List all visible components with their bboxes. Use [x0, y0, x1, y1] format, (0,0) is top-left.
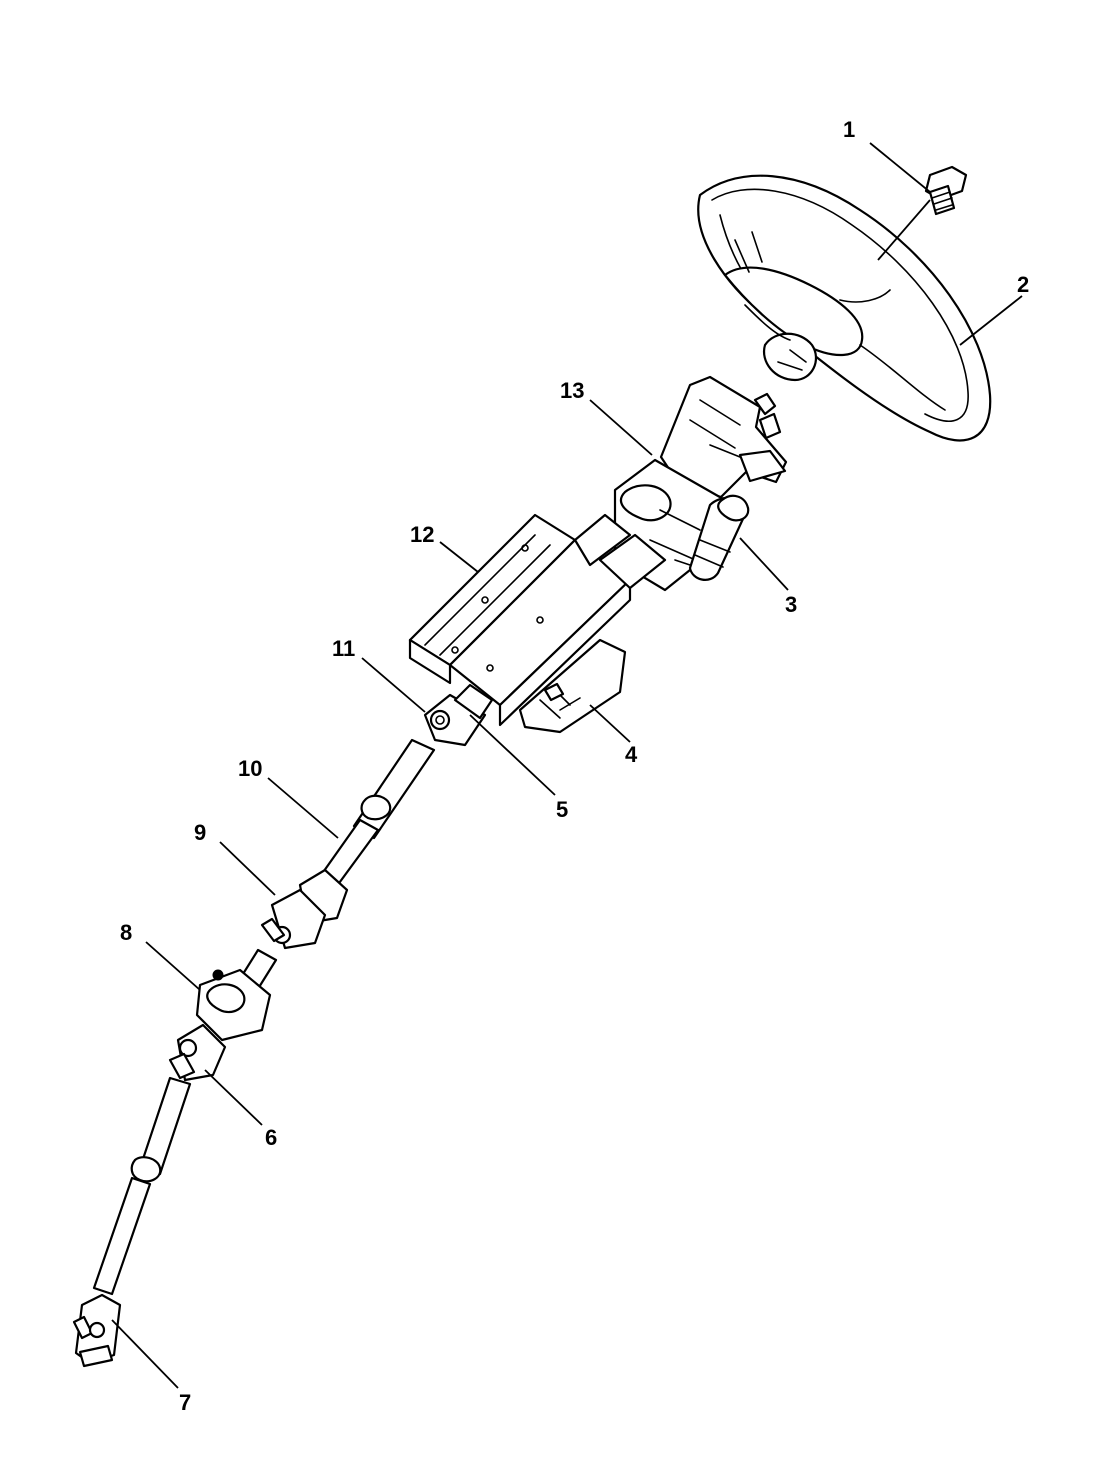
leader-lines [111, 142, 1023, 1389]
callout-11: 11 [332, 636, 355, 661]
leader-8 [145, 941, 201, 991]
column-housing [408, 513, 667, 727]
callout-numbers: 1 2 3 4 5 6 7 8 9 10 11 12 13 [120, 117, 1029, 1415]
universal-joint [168, 1023, 227, 1082]
callout-5: 5 [556, 797, 568, 822]
leader-2 [959, 295, 1023, 346]
callout-10: 10 [238, 756, 262, 781]
intermediate-joint [260, 868, 349, 950]
leader-11 [361, 657, 426, 713]
upper-universal-joint [423, 683, 494, 747]
leader-1 [869, 142, 931, 193]
callout-1: 1 [843, 117, 855, 142]
callout-7: 7 [179, 1390, 191, 1415]
leader-5 [469, 714, 556, 796]
motor [688, 494, 750, 581]
callout-9: 9 [194, 820, 206, 845]
bolt [924, 165, 968, 216]
leader-6 [204, 1069, 263, 1126]
callout-12: 12 [410, 522, 434, 547]
leader-12 [439, 541, 479, 573]
boot-seal [195, 968, 272, 1042]
leader-13 [589, 399, 653, 456]
leader-7 [111, 1319, 179, 1389]
callout-2: 2 [1017, 272, 1029, 297]
callout-4: 4 [625, 742, 638, 767]
leader-3 [739, 537, 789, 591]
leader-10 [267, 777, 339, 839]
leader-9 [219, 841, 276, 896]
leader-1b [877, 199, 931, 261]
callout-8: 8 [120, 920, 132, 945]
callout-3: 3 [785, 592, 797, 617]
callout-13: 13 [560, 378, 584, 403]
lower-steering-shaft [92, 1076, 192, 1296]
leader-4 [589, 704, 631, 743]
steering-wheel [697, 174, 992, 442]
control-module [518, 638, 627, 734]
callout-6: 6 [265, 1125, 277, 1150]
lower-yoke [72, 1293, 122, 1368]
